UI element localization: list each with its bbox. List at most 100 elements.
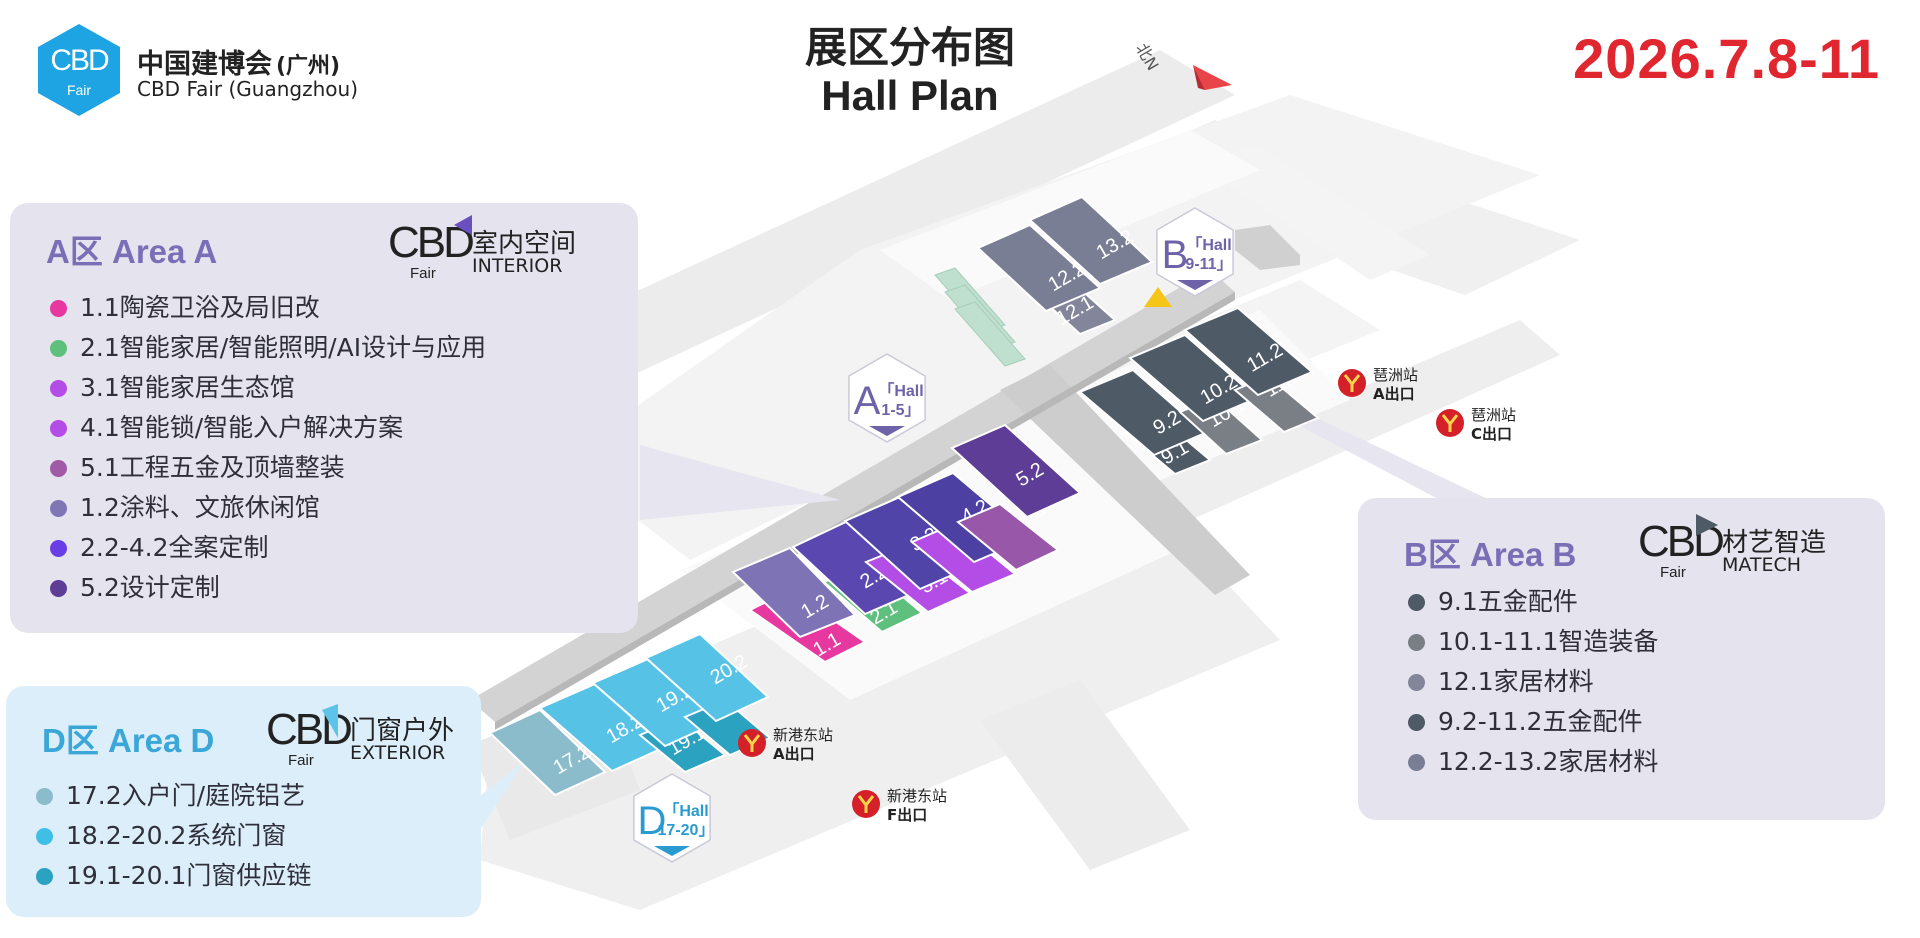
halls-layer: 1.11.22.12.23.13.24.14.25.15.29.19.210.1… [488,195,1320,797]
area-a-legend-item: 2.2-4.2全案定制 [46,528,486,568]
area-d-legend-item: 19.1-20.1门窗供应链 [32,856,311,896]
legend-dot-icon [50,340,67,357]
hall-marker-range: 17-20」 [658,822,715,839]
hall-marker-hexagon-icon [848,353,926,443]
hall-20-2[interactable]: 20.2 [644,632,770,723]
legend-label: 9.2-11.2五金配件 [1438,707,1643,736]
legend-dot-icon [50,420,67,437]
hall-shape[interactable] [644,632,770,723]
area-a-brand-flag-icon [454,215,472,235]
area-d-brand-flag-icon [322,704,338,738]
metro-station-exit: C出口 [1471,425,1512,443]
legend-label: 1.1陶瓷卫浴及局旧改 [80,293,320,322]
metro-station-exit: A出口 [773,745,815,763]
area-a-brand-cn: 室内空间 [472,229,577,259]
hall-shape[interactable] [488,708,607,797]
cbd-logo-hexagon-icon [38,24,120,116]
hall-shape[interactable] [731,546,857,639]
cbd-logo-subtext: Fair [66,82,92,98]
area-b-title: B区 Area B [1404,536,1577,573]
hall-shape[interactable] [1028,195,1154,286]
legend-label: 4.1智能锁/智能入户解决方案 [80,413,404,442]
hall-shape[interactable] [950,423,1082,519]
hall-marker-hexagon-icon [1156,207,1234,297]
corridor-side [1000,365,1250,595]
metro-station-name: 琶洲站 [1471,406,1516,424]
area-b-brand-en: MATECH [1722,554,1802,576]
hall-marker-letter: B [1162,233,1189,277]
hall-shape[interactable] [976,223,1102,313]
corridor-ramp [1235,225,1300,270]
legend-dot-icon [36,788,53,805]
area-d-brand-en: EXTERIOR [350,742,446,764]
hall-marker-label: 「Hall [1186,235,1231,254]
hall-5-2[interactable]: 5.2 [950,423,1082,519]
area-d-brand-cn: 门窗户外 [350,716,455,746]
legend-dot-icon [1408,594,1425,611]
legend-dot-icon [36,828,53,845]
area-a-legend-item: 1.1陶瓷卫浴及局旧改 [46,288,486,328]
hall-1-2[interactable]: 1.2 [731,546,857,639]
organizer-city-cn: (广州) [276,54,341,79]
legend-label: 10.1-11.1智造装备 [1438,627,1659,656]
organizer-name-cn-main: 中国建博会 [137,49,272,80]
area-a-title: A区 Area A [46,233,218,270]
area-a-brand: CBD Fair 室内空间 INTERIOR [388,215,608,291]
cbd-logo: CBD Fair [36,22,122,118]
hall-11-2[interactable]: 11.2 [1183,306,1314,397]
legend-label: 3.1智能家居生态馆 [80,373,295,402]
area-d-legend: 17.2入户门/庭院铝艺 18.2-20.2系统门窗 19.1-20.1门窗供应链 [32,776,311,896]
area-a-panel: A区 Area A CBD Fair 室内空间 INTERIOR 1.1陶瓷卫浴… [10,203,638,633]
area-a-callout-beam [640,445,840,520]
block-upper-right [1200,145,1430,280]
legend-label: 2.2-4.2全案定制 [80,533,269,562]
legend-dot-icon [1408,674,1425,691]
hall-marker-b[interactable]: B「Hall 9-11」 [1156,207,1234,297]
north-arrow [1193,65,1232,90]
area-a-brand-sub: Fair [410,265,436,282]
hall-marker-range: 9-11」 [1185,256,1232,273]
hall-marker-letter: A [854,379,881,423]
north-arrow-icon [1193,65,1232,90]
legend-label: 12.2-13.2家居材料 [1438,747,1659,776]
warning-triangle-icon [1144,287,1172,307]
event-dates: 2026.7.8-11 [1573,27,1880,90]
legend-label: 19.1-20.1门窗供应链 [66,861,312,890]
area-a-legend-item: 2.1智能家居/智能照明/AI设计与应用 [46,328,486,368]
legend-dot-icon [50,380,67,397]
legend-dot-icon [50,460,67,477]
metro-station-name: 新港东站 [773,726,833,744]
legend-dot-icon [50,300,67,317]
legend-dot-icon [50,500,67,517]
area-b-legend-item: 12.2-13.2家居材料 [1404,742,1658,782]
legend-label: 5.1工程五金及顶墙整装 [80,453,345,482]
area-d-brand-sub: Fair [288,752,314,769]
hall-marker-letter: D [638,799,667,843]
metro-glyph-icon [857,795,875,813]
legend-label: 5.2设计定制 [80,573,220,602]
area-d-title: D区 Area D [42,722,215,759]
area-b-brand-sub: Fair [1660,564,1686,581]
green-plates [934,267,1026,367]
hall-shape[interactable] [956,502,1060,572]
hall-shape[interactable] [1183,306,1314,397]
hall-13-2[interactable]: 13.2 [1028,195,1154,286]
metro-station-name: 新港东站 [887,787,947,805]
area-a-legend-item: 5.1工程五金及顶墙整装 [46,448,486,488]
area-b-brand: CBD Fair 材艺智造 MATECH [1638,514,1868,590]
area-b-brand-flag-icon [1696,514,1718,536]
hall-18-2[interactable]: 18.2 [538,682,667,773]
legend-label: 9.1五金配件 [1438,587,1578,616]
legend-label: 18.2-20.2系统门窗 [66,821,287,850]
area-a-legend-item: 5.2设计定制 [46,568,486,608]
area-d-legend-item: 17.2入户门/庭院铝艺 [32,776,311,816]
